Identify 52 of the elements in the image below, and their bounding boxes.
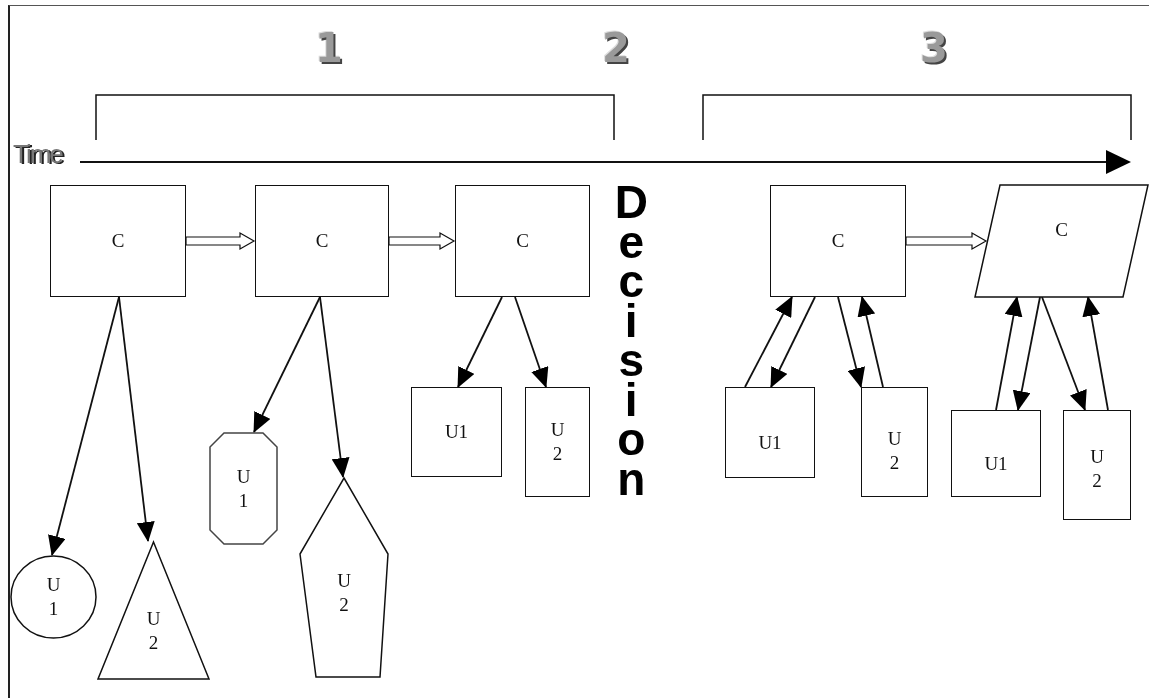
pentagon-node bbox=[299, 477, 389, 678]
node-label: U 2 bbox=[887, 427, 902, 475]
node-label: U 2 bbox=[146, 606, 161, 655]
axis-label: Time bbox=[13, 141, 62, 167]
node-label: U1 bbox=[984, 451, 1008, 476]
arrow bbox=[857, 296, 884, 388]
phase-number: 1 bbox=[315, 28, 343, 68]
arrow bbox=[253, 296, 321, 433]
parallelogram-node bbox=[975, 185, 1148, 297]
arrow bbox=[1041, 296, 1087, 411]
process-box bbox=[525, 387, 590, 497]
node-label: U 2 bbox=[550, 418, 565, 466]
node-label: C bbox=[516, 229, 529, 253]
arrow bbox=[319, 296, 350, 478]
arrow bbox=[1082, 296, 1109, 411]
process-box bbox=[1063, 410, 1131, 520]
node-label: U1 bbox=[444, 420, 469, 444]
arrow bbox=[744, 296, 793, 388]
node-label: C bbox=[1055, 218, 1068, 242]
process-box bbox=[861, 387, 928, 497]
node-label: U 1 bbox=[236, 464, 251, 513]
arrow bbox=[837, 296, 865, 388]
arrow bbox=[995, 296, 1023, 411]
triangle-node bbox=[97, 541, 210, 680]
arrow bbox=[48, 296, 120, 556]
node-label: C bbox=[315, 229, 329, 253]
octagon-node bbox=[209, 432, 278, 545]
process-box bbox=[951, 410, 1041, 497]
process-box bbox=[455, 185, 590, 297]
process-box bbox=[725, 387, 815, 478]
vertical-label: Decision bbox=[614, 183, 649, 500]
hollow-arrow bbox=[905, 231, 988, 251]
hollow-arrow bbox=[185, 231, 256, 251]
process-box bbox=[770, 185, 906, 297]
circle-node bbox=[10, 555, 97, 639]
node-label: U 2 bbox=[1090, 445, 1104, 493]
node-label: U 1 bbox=[46, 573, 61, 621]
hollow-arrow bbox=[388, 231, 456, 251]
arrow bbox=[1012, 296, 1041, 411]
node-label: C bbox=[111, 229, 125, 253]
arrow bbox=[118, 296, 155, 542]
phase-number: 2 bbox=[602, 28, 630, 68]
arrow bbox=[514, 296, 549, 388]
process-box bbox=[255, 185, 389, 297]
node-label: C bbox=[831, 229, 845, 253]
process-box bbox=[411, 387, 502, 477]
phase-number: 3 bbox=[920, 28, 948, 68]
arrow bbox=[457, 296, 503, 388]
node-label: U1 bbox=[758, 430, 782, 455]
arrow bbox=[770, 296, 816, 388]
process-box bbox=[50, 185, 186, 297]
node-label: U 2 bbox=[337, 568, 351, 617]
